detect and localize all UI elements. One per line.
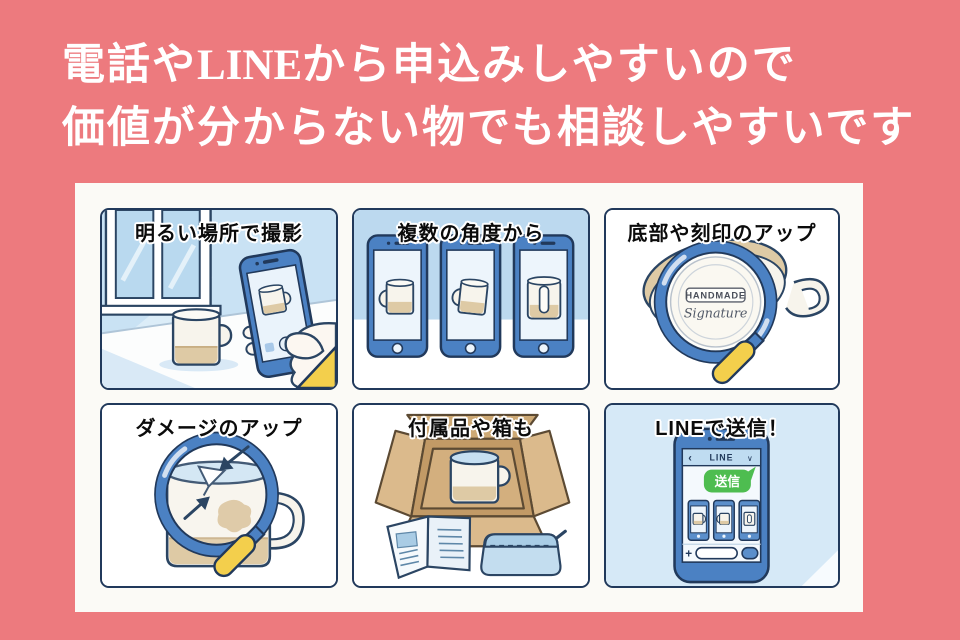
panel-title-bottom-stamp: 底部や刻印のアップ (627, 223, 817, 245)
stamp-text-handmade: HANDMADE (685, 291, 745, 301)
panel-title-bright-place: 明るい場所で撮影 (135, 223, 303, 245)
chat-app-title: LINE (710, 453, 734, 463)
heading-line1-brand: LINE (197, 42, 303, 89)
panel-title-multiple-angles: 複数の角度から (397, 223, 545, 245)
heading-line1-post: から申込みしやすいので (302, 41, 797, 89)
bottom-stamp-illustration: HANDMADE Signature (606, 210, 838, 388)
send-bubble-label: 送信 (714, 474, 741, 489)
panel-accessories: 付属品や箱も (352, 403, 590, 588)
multiple-angles-illustration (354, 210, 588, 388)
chat-back-icon: ‹ (688, 453, 692, 465)
panel-title-accessories: 付属品や箱も (408, 418, 534, 440)
panel-bright-place: 明るい場所で撮影 (100, 208, 338, 390)
damage-illustration (102, 405, 336, 586)
panel-multiple-angles: 複数の角度から (352, 208, 590, 390)
panel-line-send: ‹ LINE ∨ 送信 (604, 403, 840, 588)
line-send-illustration: ‹ LINE ∨ 送信 (606, 405, 838, 586)
page-heading: 電話やLINEから申込みしやすいので 価値が分からない物でも相談しやすいです (62, 34, 915, 159)
stamp-text-signature: Signature (684, 306, 748, 321)
chat-plus-icon: + (685, 547, 692, 561)
panel-title-damage: ダメージのアップ (135, 418, 303, 440)
panel-bottom-stamp: HANDMADE Signature 底部や刻印のアップ (604, 208, 840, 390)
bright-place-illustration (102, 210, 336, 388)
chat-collapse-icon: ∨ (747, 454, 753, 463)
panel-damage: ダメージのアップ (100, 403, 338, 588)
heading-line-1: 電話やLINEから申込みしやすいので (62, 34, 915, 97)
heading-line1-pre: 電話や (62, 41, 197, 89)
panel-title-line-send: LINEで送信！ (655, 418, 789, 440)
heading-line-2: 価値が分からない物でも相談しやすいです (62, 104, 916, 152)
accessories-illustration (354, 405, 588, 586)
steps-card: 明るい場所で撮影 (75, 183, 863, 612)
